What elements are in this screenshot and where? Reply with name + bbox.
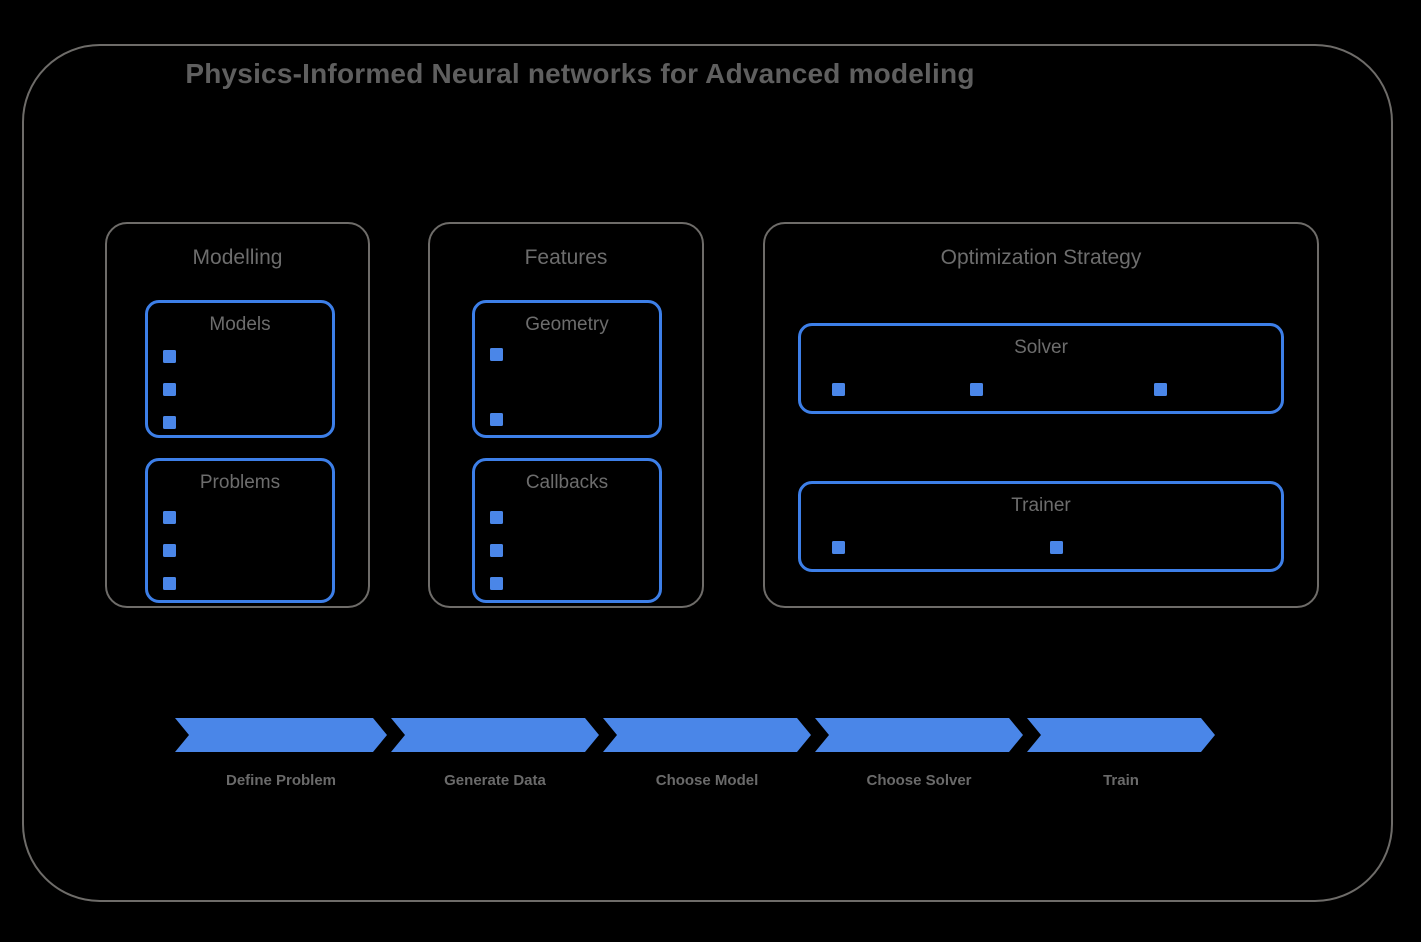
pipeline-step-choose-solver[interactable] xyxy=(815,718,1023,752)
cube-bullet-icon xyxy=(163,380,179,396)
pipeline-step-define-problem[interactable] xyxy=(175,718,387,752)
card-title-geometry: Geometry xyxy=(525,314,609,335)
card-callbacks[interactable]: Callbacks xyxy=(472,458,662,603)
diagram-outer-frame xyxy=(22,44,1393,902)
card-problems[interactable]: Problems xyxy=(145,458,335,603)
cube-bullet-icon xyxy=(163,574,179,590)
pipeline-label-choose-model: Choose Model xyxy=(655,772,759,789)
pipeline-label-generate-data: Generate Data xyxy=(444,772,546,789)
group-title-features: Features xyxy=(524,246,608,269)
card-title-callbacks: Callbacks xyxy=(525,472,609,493)
cube-bullet-icon xyxy=(163,508,179,524)
pipeline-step-generate-data[interactable] xyxy=(391,718,599,752)
pipeline-flow: Define Problem Generate Data Choose Mode… xyxy=(175,718,1215,789)
cube-bullet-icon xyxy=(832,380,848,396)
pipeline-label-train: Train xyxy=(1103,772,1139,789)
pipeline-step-train[interactable] xyxy=(1027,718,1215,752)
card-trainer[interactable]: Trainer xyxy=(798,481,1284,572)
cube-bullet-icon xyxy=(490,508,506,524)
pipeline-label-choose-solver: Choose Solver xyxy=(866,772,972,789)
cube-bullet-icon xyxy=(163,541,179,557)
cube-bullet-icon xyxy=(1050,538,1066,554)
card-models[interactable]: Models xyxy=(145,300,335,438)
cube-bullet-icon xyxy=(1154,380,1170,396)
cube-bullet-icon xyxy=(163,413,179,429)
group-title-optimization: Optimization Strategy xyxy=(940,246,1142,269)
cube-bullet-icon xyxy=(163,347,179,363)
cube-bullet-icon xyxy=(490,410,506,426)
card-title-problems: Problems xyxy=(199,472,281,493)
group-box-modelling: Modelling xyxy=(105,222,370,608)
card-title-models: Models xyxy=(209,314,271,335)
group-title-modelling: Modelling xyxy=(192,246,283,269)
cube-bullet-icon xyxy=(970,380,986,396)
card-title-solver: Solver xyxy=(1014,337,1068,358)
card-geometry[interactable]: Geometry xyxy=(472,300,662,438)
cube-bullet-icon xyxy=(832,538,848,554)
page-title: Physics-Informed Neural networks for Adv… xyxy=(185,58,975,89)
group-box-optimization: Optimization Strategy xyxy=(763,222,1319,608)
pipeline-step-choose-model[interactable] xyxy=(603,718,811,752)
card-solver[interactable]: Solver xyxy=(798,323,1284,414)
group-box-features: Features xyxy=(428,222,704,608)
cube-bullet-icon xyxy=(490,345,506,361)
pipeline-label-define-problem: Define Problem xyxy=(225,772,337,789)
card-title-trainer: Trainer xyxy=(1011,495,1071,516)
cube-bullet-icon xyxy=(490,574,506,590)
cube-bullet-icon xyxy=(490,541,506,557)
